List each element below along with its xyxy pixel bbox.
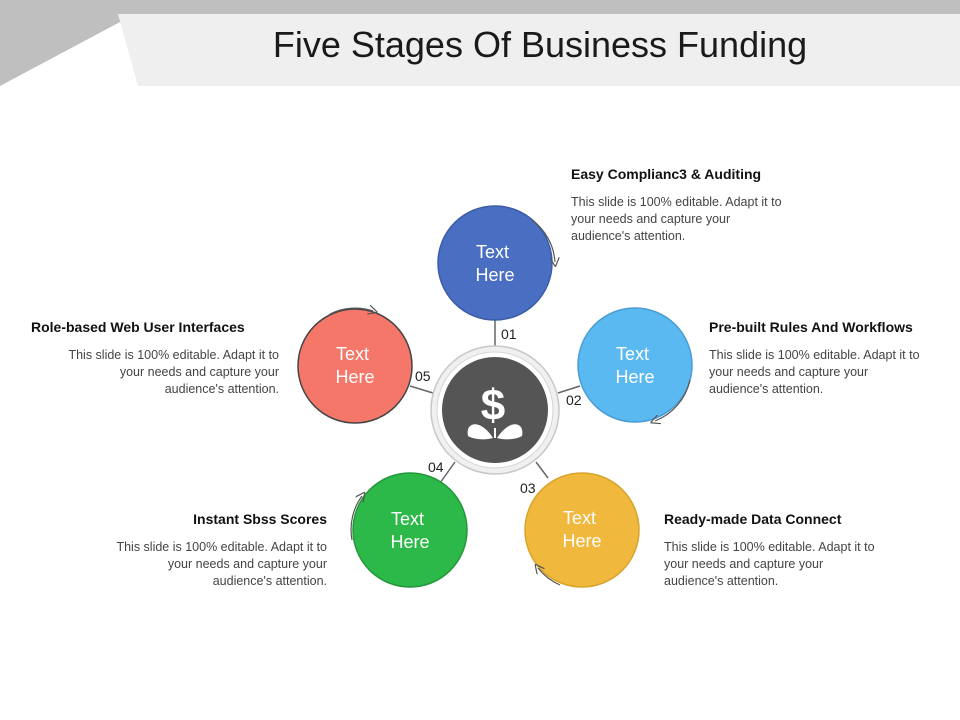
stage-description-04: This slide is 100% editable. Adapt it to…: [116, 540, 327, 588]
stage-circle-01: [437, 205, 553, 321]
stage-description-03: This slide is 100% editable. Adapt it to…: [664, 540, 875, 588]
stage-description-05: This slide is 100% editable. Adapt it to…: [68, 348, 279, 396]
stage-description-01: This slide is 100% editable. Adapt it to…: [571, 195, 782, 243]
stage-circle-text-02: Text Here: [615, 344, 654, 387]
stage-number-04: 04: [428, 459, 444, 475]
stage-number-01: 01: [501, 326, 517, 342]
stage-circle-03: [524, 472, 640, 588]
arrow-04: [350, 496, 362, 541]
connector-03: [535, 461, 549, 479]
svg-text:$: $: [481, 381, 505, 430]
stage-heading-03: Ready-made Data Connect: [664, 511, 842, 527]
stage-description-02: This slide is 100% editable. Adapt it to…: [709, 348, 920, 396]
header-banner-top: [0, 0, 960, 14]
stage-circle-04: [352, 472, 468, 588]
stage-heading-04: Instant Sbss Scores: [193, 511, 327, 527]
stage-circle-text-05: Text Here: [335, 344, 374, 387]
header-banner: [118, 14, 960, 86]
stage-number-02: 02: [566, 392, 582, 408]
stage-heading-02: Pre-built Rules And Workflows: [709, 319, 913, 335]
stage-circle-text-01: Text Here: [475, 242, 514, 285]
stage-circle-05: [297, 308, 413, 424]
connector-02: [557, 385, 581, 394]
cycle-arrows: [329, 219, 691, 586]
stage-number-03: 03: [520, 480, 536, 496]
dollar-leaf-icon: $: [467, 381, 523, 440]
stage-number-05: 05: [415, 368, 431, 384]
stage-circle-text-04: Text Here: [390, 509, 429, 552]
stage-circle-text-03: Text Here: [562, 508, 601, 551]
connector-05: [409, 385, 434, 394]
stage-circle-02: [577, 307, 693, 423]
stage-heading-05: Role-based Web User Interfaces: [31, 319, 245, 335]
connectors: [409, 306, 581, 484]
header-banner-accent: [0, 14, 135, 86]
connector-04: [439, 461, 456, 484]
center-hub: [442, 357, 548, 463]
arrow-01: [531, 219, 555, 262]
stage-heading-01: Easy Complianc3 & Auditing: [571, 166, 762, 182]
page-title: Five Stages Of Business Funding: [272, 24, 808, 65]
arrow-05: [329, 308, 373, 314]
arrow-02: [655, 379, 691, 421]
arrow-03: [538, 568, 561, 586]
